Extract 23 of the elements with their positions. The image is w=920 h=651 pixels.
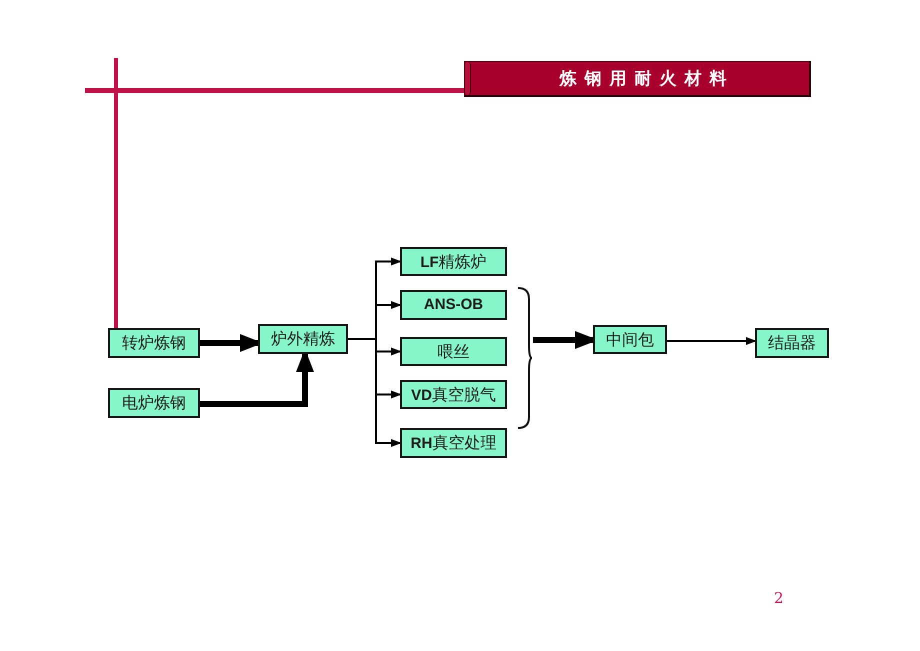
box-label: 电炉炼钢 [122, 393, 186, 413]
process-box [755, 328, 829, 358]
process-box [108, 328, 200, 358]
box-label: VD真空脱气 [411, 384, 496, 404]
process-box [400, 337, 507, 366]
process-box [400, 247, 507, 276]
process-box [593, 325, 667, 354]
box-label: LF精炼炉 [420, 252, 487, 272]
box-label: RH真空处理 [410, 433, 496, 453]
process-box [108, 388, 200, 418]
process-box [258, 324, 348, 354]
process-box [400, 380, 507, 409]
title: 炼钢用耐火材料 [560, 68, 734, 90]
box-label: 中间包 [606, 330, 654, 350]
process-box [400, 428, 507, 458]
box-label: 转炉炼钢 [122, 333, 186, 353]
box-label: ANS-OB [424, 296, 484, 314]
curly-brace [517, 287, 533, 429]
box-label: 喂丝 [438, 342, 470, 362]
box-label: 结晶器 [768, 333, 816, 353]
box-label: 炉外精炼 [271, 329, 335, 349]
process-box [400, 290, 507, 320]
page-number: 2 [774, 589, 784, 607]
